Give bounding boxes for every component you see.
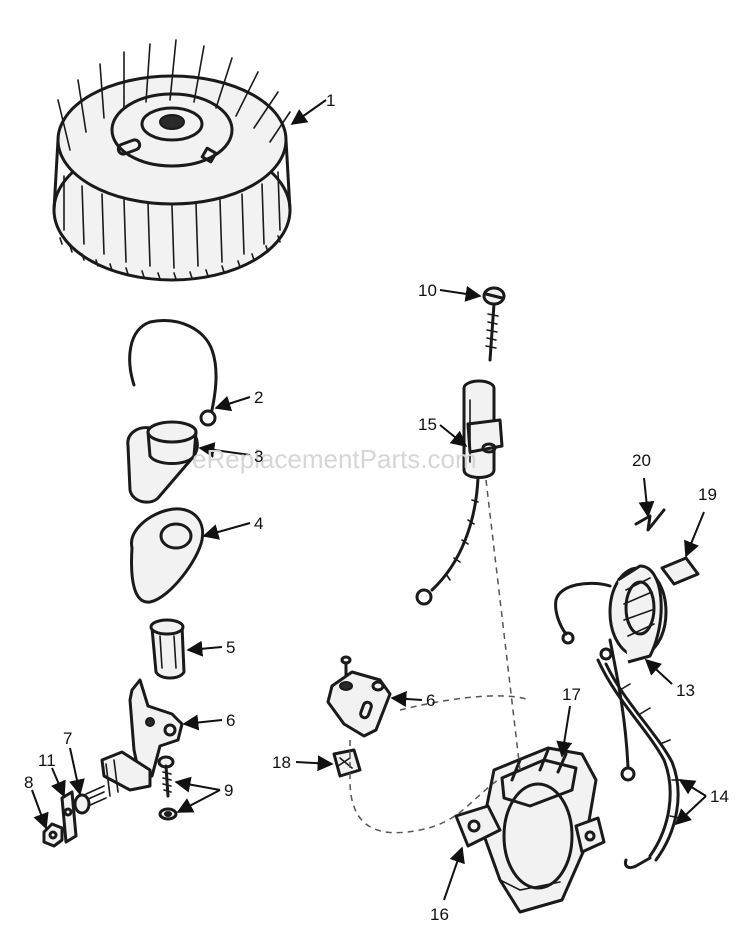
leader-2 <box>214 395 251 412</box>
callout-3: 3 <box>254 447 263 466</box>
callout-9: 9 <box>224 781 233 800</box>
leader-6b <box>390 690 423 707</box>
leader-17 <box>556 705 573 758</box>
ignition-coil-part <box>554 564 668 782</box>
callout-7: 7 <box>63 729 72 748</box>
callout-16: 16 <box>430 905 449 924</box>
leader-10 <box>439 285 482 302</box>
callout-1: 1 <box>326 91 335 110</box>
wire-spring-part <box>128 319 218 427</box>
breaker-arm-part <box>100 678 184 797</box>
screw-washer-part <box>157 755 178 821</box>
condenser-part <box>415 379 504 606</box>
leader-11 <box>50 767 66 798</box>
assembly-line-condenser <box>485 479 521 771</box>
callout-14: 14 <box>710 787 729 806</box>
callout-18: 18 <box>272 753 291 772</box>
leader-4 <box>202 522 251 540</box>
breaker-cover-part <box>126 420 199 504</box>
clip-part <box>634 508 666 532</box>
callout-11: 11 <box>38 751 56 770</box>
hardware-group-part <box>42 785 107 848</box>
leader-1 <box>290 99 327 125</box>
callout-20: 20 <box>632 451 651 470</box>
leader-13 <box>644 658 673 685</box>
callout-2: 2 <box>254 388 263 407</box>
sleeve-part <box>149 618 186 680</box>
breaker-box-part <box>454 746 606 914</box>
leader-14b <box>674 795 707 826</box>
leader-5 <box>186 640 223 657</box>
callout-19: 19 <box>698 485 717 504</box>
terminal-screw-part <box>482 286 506 362</box>
leader-18 <box>295 755 334 772</box>
callout-8: 8 <box>24 773 33 792</box>
key-part <box>660 556 700 586</box>
leader-14a <box>678 779 707 797</box>
callout-5: 5 <box>226 638 235 657</box>
felt-pad-part <box>332 748 362 778</box>
callout-17: 17 <box>562 685 581 704</box>
gasket-part <box>130 507 205 604</box>
assembly-line-plate <box>349 695 531 834</box>
leader-16 <box>443 846 465 901</box>
flywheel-part <box>52 39 292 282</box>
mounting-plate-part <box>326 655 392 738</box>
leader-19 <box>684 511 705 558</box>
callout-15: 15 <box>418 415 437 434</box>
callout-6-right: 6 <box>426 691 435 710</box>
leader-7 <box>69 747 85 796</box>
leader-6a <box>182 714 223 731</box>
leader-9b <box>176 789 221 813</box>
leader-8 <box>31 789 49 830</box>
callout-6-left: 6 <box>226 711 235 730</box>
leader-15 <box>439 424 468 448</box>
leader-20 <box>638 477 655 518</box>
callout-10: 10 <box>418 281 437 300</box>
callout-4: 4 <box>254 514 263 533</box>
callout-13: 13 <box>676 681 695 700</box>
leader-3 <box>198 442 251 458</box>
spark-plug-lead-part <box>596 658 683 870</box>
watermark-text: eReplacementParts.com <box>192 444 477 474</box>
leader-9a <box>174 776 221 793</box>
